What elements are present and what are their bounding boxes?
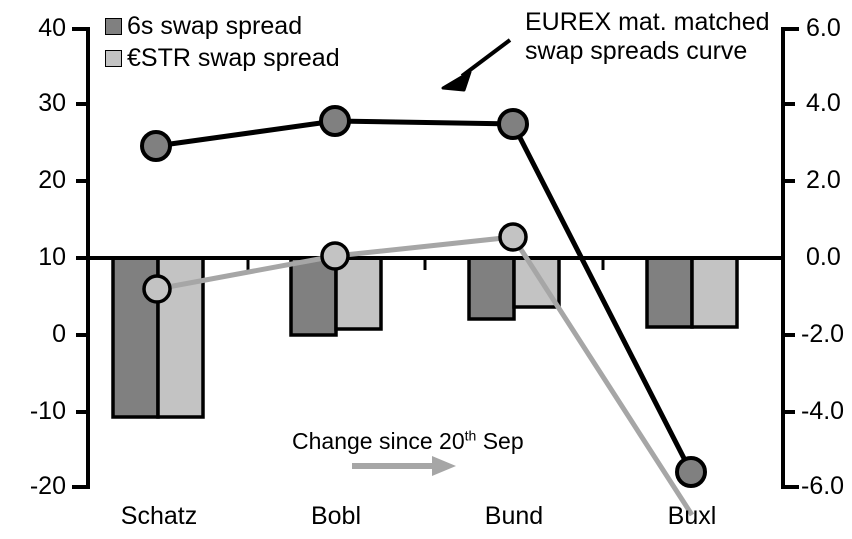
right-axis-label-minus6: -6.0 [801, 472, 845, 500]
change-note-ordinal-suffix: th [464, 427, 477, 444]
callout-arrow-icon [441, 38, 512, 92]
change-arrow-icon [352, 456, 456, 476]
left-axis [72, 27, 90, 489]
right-axis-label-2: 2.0 [806, 166, 841, 194]
right-axis-label-6: 6.0 [806, 14, 841, 42]
legend-item-estr[interactable]: €STR swap spread [105, 42, 340, 74]
category-label-schatz: Schatz [120, 502, 198, 530]
category-label-bund: Bund [484, 502, 544, 530]
bar-bund-estr [512, 256, 561, 309]
marker-eurex-buxl [675, 456, 707, 488]
bar-buxl-estr [690, 256, 739, 329]
bar-group-buxl [645, 256, 739, 329]
legend-label-estr: €STR swap spread [127, 43, 340, 72]
legend-swatch-6s-icon [105, 17, 122, 35]
change-note-prefix: Change since 20 [292, 428, 465, 454]
marker-eurex-bobl [319, 105, 351, 137]
legend-label-6s: 6s swap spread [127, 11, 303, 40]
marker-estr-schatz [142, 274, 172, 304]
bar-bund-6s [467, 256, 516, 321]
eurex-callout-line2: swap spreads curve [525, 37, 748, 65]
marker-estr-bund [498, 222, 528, 252]
marker-eurex-bund [497, 108, 529, 140]
right-axis-label-0: 0.0 [806, 243, 841, 271]
bar-group-bund [467, 256, 561, 321]
left-axis-label-40: 40 [38, 14, 66, 42]
right-axis [781, 27, 799, 489]
eurex-callout: EUREX mat. matched swap spreads curve [525, 8, 770, 66]
left-axis-label-minus10: -10 [29, 397, 66, 425]
legend-swatch-estr-icon [105, 49, 122, 67]
left-axis-label-30: 30 [38, 89, 66, 117]
category-label-buxl: Buxl [667, 502, 717, 530]
marker-eurex-schatz [140, 130, 172, 162]
legend: 6s swap spread €STR swap spread [105, 10, 340, 74]
eurex-callout-line1: EUREX mat. matched [525, 8, 770, 36]
series-estr-curve [142, 222, 695, 517]
left-axis-label-20: 20 [38, 166, 66, 194]
left-axis-label-minus20: -20 [29, 472, 66, 500]
legend-item-6s[interactable]: 6s swap spread [105, 10, 340, 42]
marker-estr-bobl [320, 241, 350, 271]
left-axis-label-10: 10 [38, 243, 66, 271]
change-note: Change since 20th Sep [292, 428, 524, 454]
change-note-suffix: Sep [476, 428, 524, 454]
series-eurex-curve [140, 105, 707, 488]
bar-buxl-6s [645, 256, 694, 329]
left-axis-label-0: 0 [52, 320, 66, 348]
right-axis-label-4: 4.0 [806, 89, 841, 117]
bar-bobl-estr [334, 256, 383, 331]
right-axis-label-minus2: -2.0 [801, 320, 845, 348]
category-label-bobl: Bobl [310, 502, 362, 530]
right-axis-label-minus4: -4.0 [801, 397, 845, 425]
